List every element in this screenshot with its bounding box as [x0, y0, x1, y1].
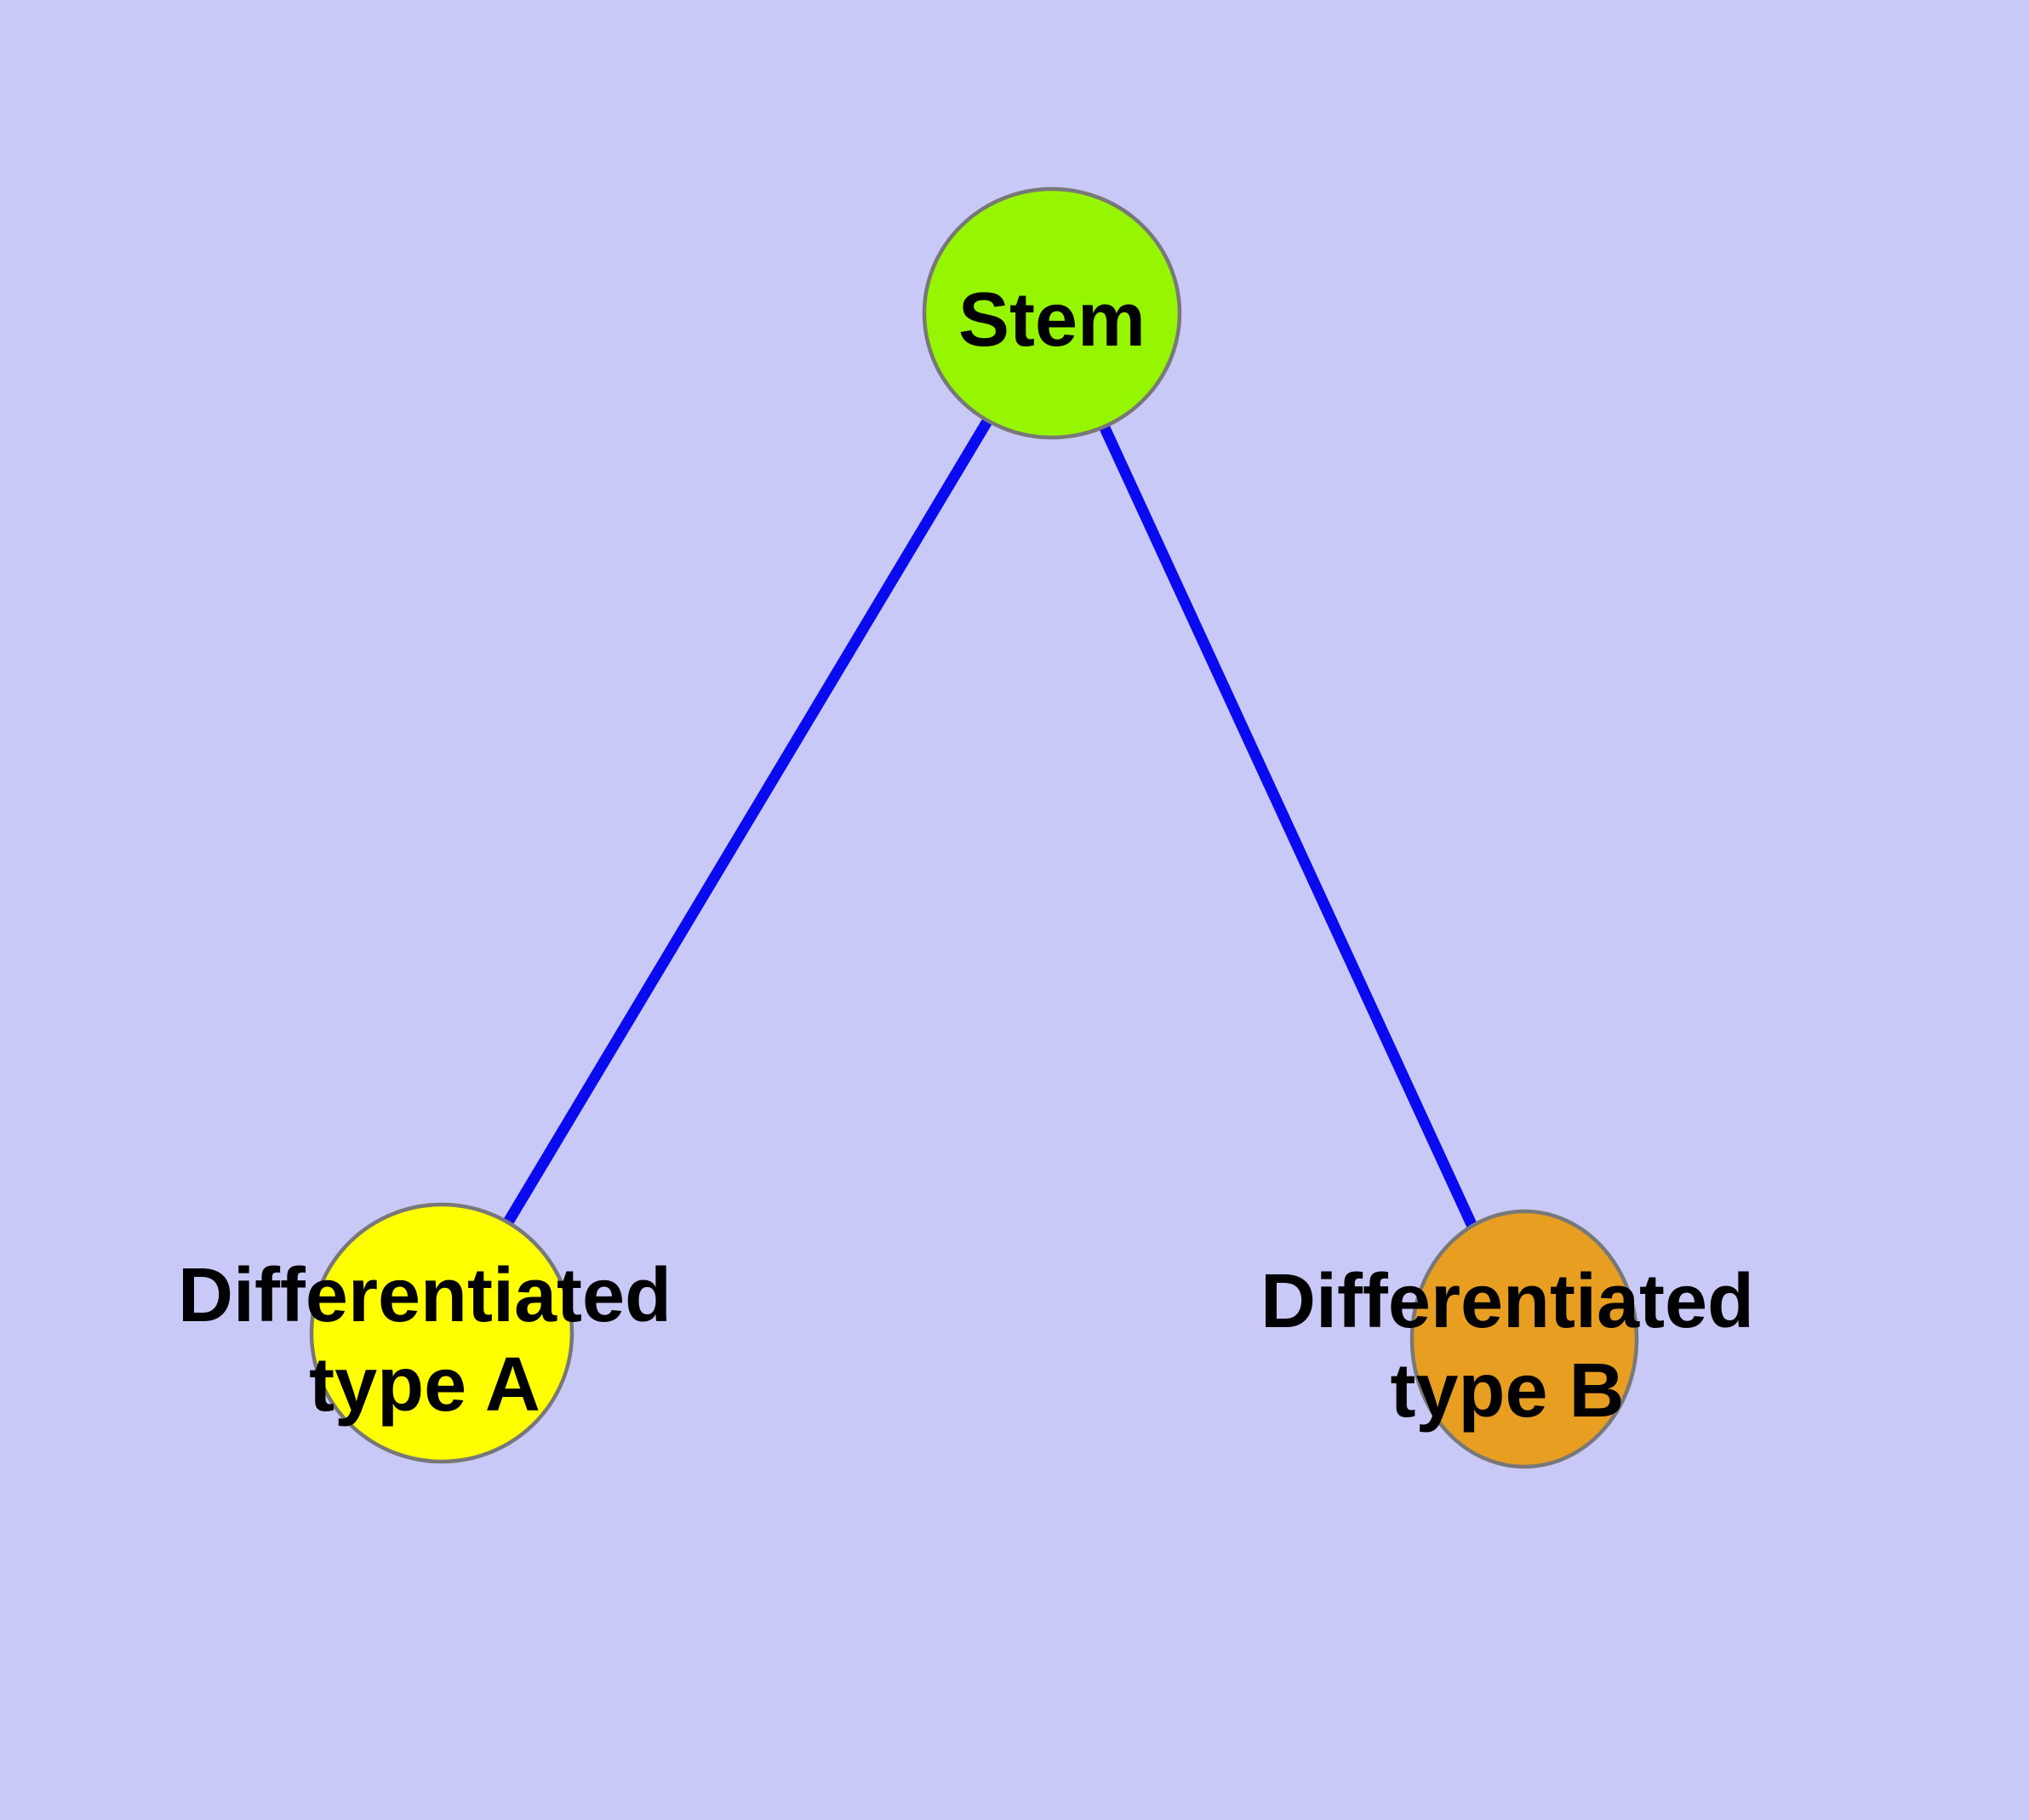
node-label-line: type B	[1390, 1348, 1624, 1434]
edges-layer	[437, 310, 1529, 1342]
nodes-layer	[309, 186, 1639, 1469]
node-differentiated-type-a	[309, 1202, 574, 1464]
node-label-line: Differentiated	[1260, 1259, 1754, 1344]
node-stem	[922, 186, 1182, 440]
graph-edge-stem-to-differentiated-type-b	[1047, 311, 1529, 1342]
node-differentiated-type-b	[1409, 1209, 1639, 1469]
node-label-line: Stem	[958, 278, 1146, 363]
node-label-line: Differentiated	[178, 1253, 672, 1338]
node-label-stem: Stem	[958, 278, 1146, 363]
graph-edge-stem-to-differentiated-type-a	[437, 310, 1057, 1336]
node-label-line: type A	[309, 1342, 540, 1428]
